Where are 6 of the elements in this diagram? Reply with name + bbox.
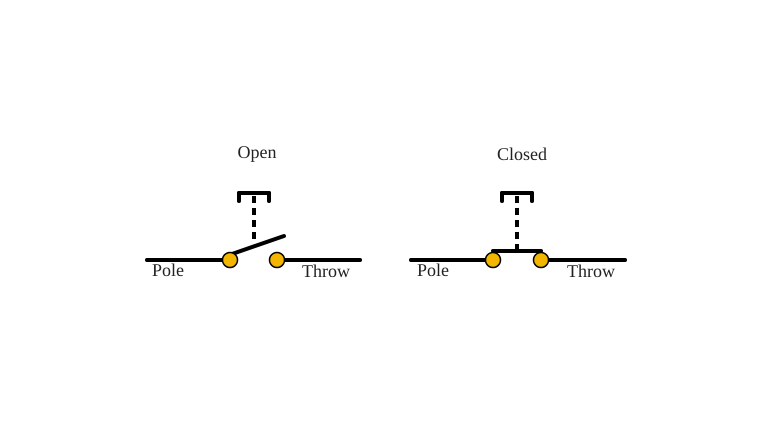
terminal-label: Pole xyxy=(152,261,184,281)
state-label: Open xyxy=(238,143,276,163)
terminal-label: Throw xyxy=(302,262,350,282)
terminal-label: Throw xyxy=(567,262,615,282)
terminal-label: Pole xyxy=(417,261,449,281)
state-label: Closed xyxy=(497,145,547,165)
